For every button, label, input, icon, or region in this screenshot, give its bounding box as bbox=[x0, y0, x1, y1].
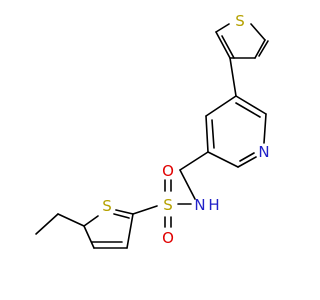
bond bbox=[239, 152, 255, 162]
oxygen-atom-label: O bbox=[162, 162, 174, 180]
bond bbox=[221, 35, 235, 59]
sulfur-atom-label: S bbox=[102, 197, 112, 215]
sulfur-atom-label: S bbox=[163, 196, 173, 214]
bond bbox=[235, 102, 261, 118]
bond bbox=[57, 213, 85, 227]
bond bbox=[179, 169, 196, 200]
bond bbox=[215, 31, 231, 59]
bond bbox=[83, 225, 95, 249]
nitrogen-atom-label: N bbox=[258, 143, 269, 161]
bond bbox=[211, 119, 215, 149]
bond bbox=[179, 151, 209, 171]
bond bbox=[250, 23, 266, 41]
hydrogen-atom-label: H bbox=[208, 196, 219, 214]
bond bbox=[215, 23, 230, 33]
bond bbox=[115, 209, 134, 215]
bond bbox=[35, 213, 59, 235]
bond bbox=[229, 57, 237, 97]
molecule-diagram: S N S S O O N H bbox=[35, 12, 270, 249]
bond bbox=[205, 95, 237, 117]
bond bbox=[205, 115, 209, 153]
bond bbox=[83, 215, 99, 227]
sulfur-atom-label: S bbox=[235, 12, 245, 30]
bond bbox=[258, 40, 269, 57]
bond bbox=[237, 156, 257, 168]
atom-labels: S N S S O O N H bbox=[102, 12, 269, 247]
nitrogen-atom-label: N bbox=[194, 196, 205, 214]
bond bbox=[126, 213, 134, 249]
bond bbox=[207, 151, 239, 168]
bonds bbox=[35, 23, 269, 249]
oxygen-atom-label: O bbox=[162, 229, 174, 247]
bond bbox=[113, 213, 130, 219]
bond bbox=[132, 205, 158, 215]
bond bbox=[235, 95, 267, 115]
bond bbox=[263, 113, 267, 144]
bond bbox=[254, 39, 266, 59]
